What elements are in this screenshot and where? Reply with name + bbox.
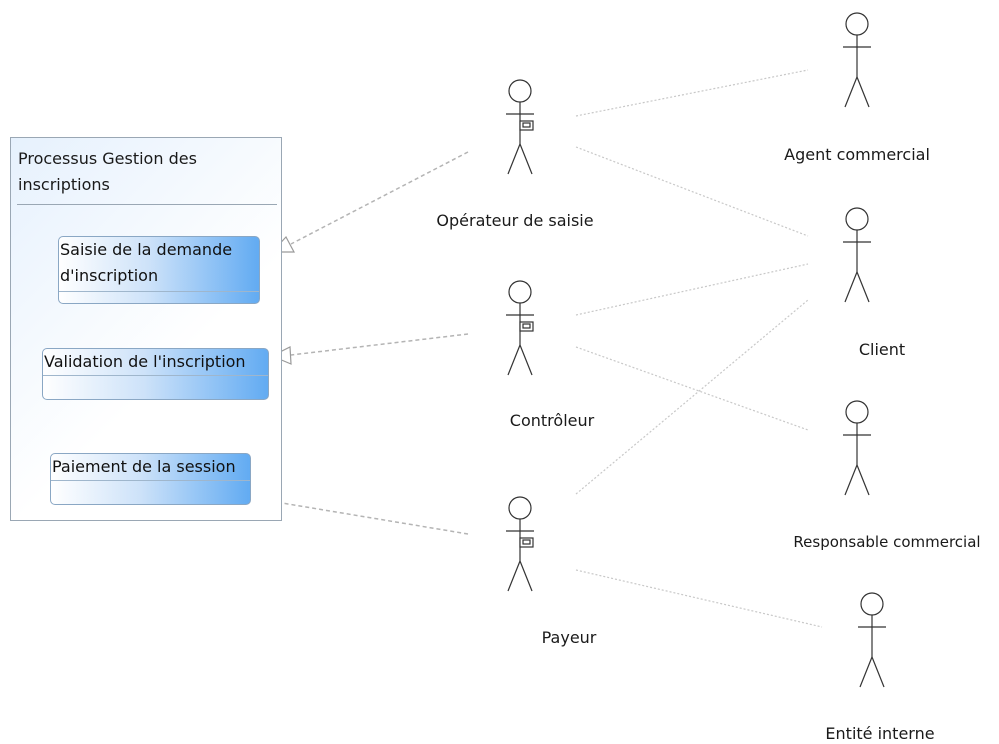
actor-client-label: Client — [858, 340, 906, 359]
process-separator — [17, 204, 277, 205]
actor-operateur-label: Opérateur de saisie — [436, 211, 594, 230]
association-operateur-client[interactable] — [575, 146, 809, 237]
usecase-separator — [43, 375, 268, 376]
association-operateur-agent[interactable] — [575, 69, 809, 117]
actor-payeur-label: Payeur — [541, 628, 597, 647]
actor-entite-label: Entité interne — [825, 724, 935, 743]
actor-operateur-icon[interactable] — [490, 78, 550, 178]
usecase-label: Saisie de la demande d'inscription — [60, 240, 233, 285]
realization-payeur-uc3[interactable] — [269, 500, 469, 535]
usecase-separator — [59, 291, 259, 292]
usecase-label: Validation de l'inscription — [44, 352, 246, 371]
realization-controleur-uc2[interactable] — [290, 333, 469, 356]
actor-agent-label: Agent commercial — [784, 145, 930, 164]
actor-controleur-label: Contrôleur — [509, 411, 595, 430]
usecase-separator — [51, 480, 250, 481]
usecase-label: Paiement de la session — [52, 457, 236, 476]
actor-responsable-label: Responsable commercial — [793, 533, 981, 551]
association-payeur-client[interactable] — [575, 299, 809, 495]
usecase-paiement-session[interactable]: Paiement de la session — [50, 453, 251, 505]
actor-payeur-icon[interactable] — [490, 495, 550, 595]
association-payeur-entite[interactable] — [575, 569, 823, 628]
association-controleur-responsable[interactable] — [575, 346, 809, 431]
actor-controleur-icon[interactable] — [490, 279, 550, 379]
association-controleur-client[interactable] — [575, 263, 809, 316]
actor-responsable-icon[interactable] — [827, 399, 887, 499]
actor-client-icon[interactable] — [827, 206, 887, 306]
actor-entite-icon[interactable] — [842, 591, 902, 691]
process-title: Processus Gestion des inscriptions — [18, 149, 197, 194]
usecase-saisie-demande[interactable]: Saisie de la demande d'inscription — [58, 236, 260, 304]
usecase-validation-inscription[interactable]: Validation de l'inscription — [42, 348, 269, 400]
actor-agent-icon[interactable] — [827, 11, 887, 111]
realization-operateur-uc1[interactable] — [290, 151, 469, 245]
